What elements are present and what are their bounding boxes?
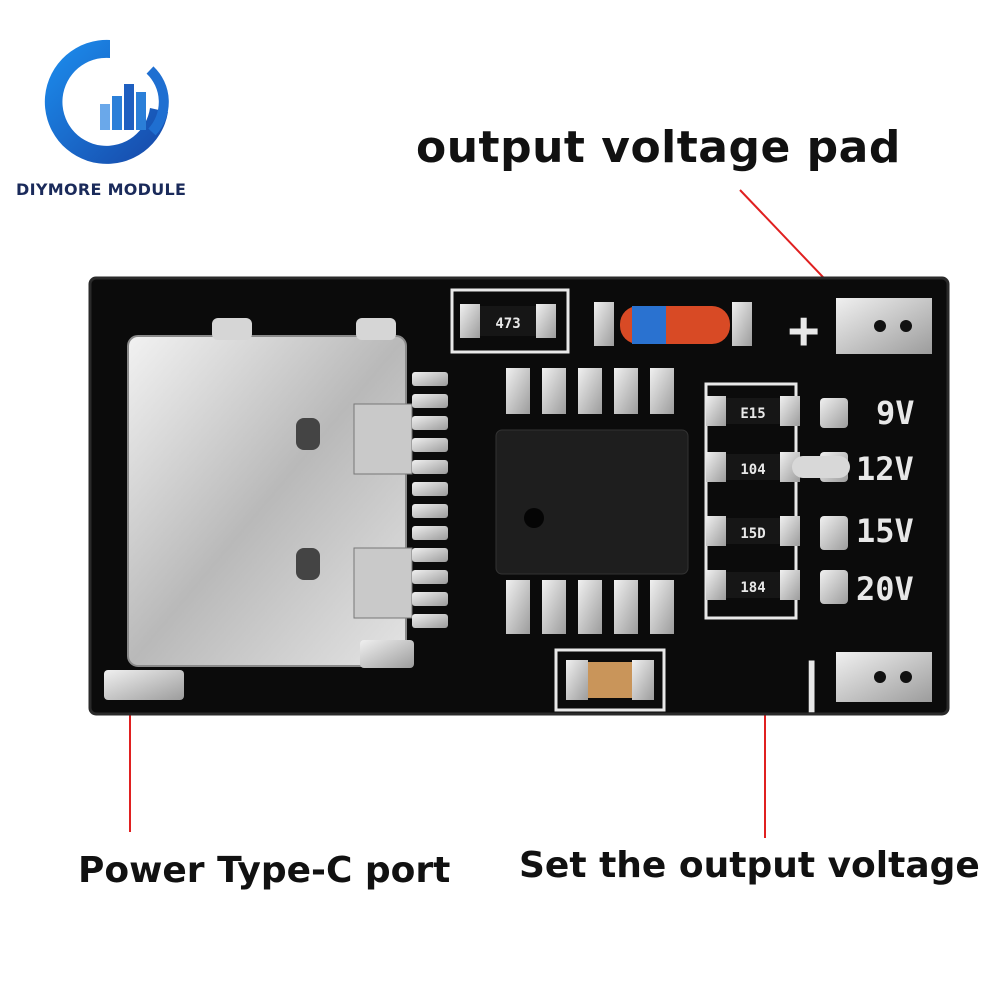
voltage-label-9v: 9V <box>876 394 915 432</box>
resistor-code-473: 473 <box>495 316 520 332</box>
output-voltage-pad-label: output voltage pad <box>416 122 901 173</box>
voltage-label-15v: 15V <box>856 512 914 550</box>
voltage-silkscreen-labels: 9V 12V 15V 20V <box>856 394 915 608</box>
silk-plus: + <box>788 301 819 361</box>
diode <box>594 302 752 346</box>
resistor-code-15d: 15D <box>740 526 765 542</box>
capacitor <box>554 648 666 712</box>
resistor-473: 473 <box>450 288 570 354</box>
voltage-label-12v: 12V <box>856 450 914 488</box>
set-output-voltage-label: Set the output voltage <box>519 845 980 886</box>
connector-pins <box>412 372 448 628</box>
usb-type-c-connector <box>104 318 414 700</box>
pcb-board: 473 <box>88 276 950 716</box>
brand-name: DIYMORE MODULE <box>16 180 187 199</box>
resistor-code-184: 184 <box>740 580 765 596</box>
resistor-code-104: 104 <box>740 462 765 478</box>
output-pad-negative: | <box>796 652 932 713</box>
voltage-label-20v: 20V <box>856 570 914 608</box>
type-c-port-label: Power Type-C port <box>78 850 451 891</box>
output-pad-positive: + <box>788 298 932 361</box>
ic-chip <box>495 368 689 634</box>
solder-bridge <box>792 456 850 478</box>
silk-minus: | <box>796 653 827 713</box>
voltage-resistor-block: E15 104 15D 184 <box>704 382 850 620</box>
diymore-logo-icon <box>44 39 169 164</box>
resistor-code-e15: E15 <box>740 406 765 422</box>
